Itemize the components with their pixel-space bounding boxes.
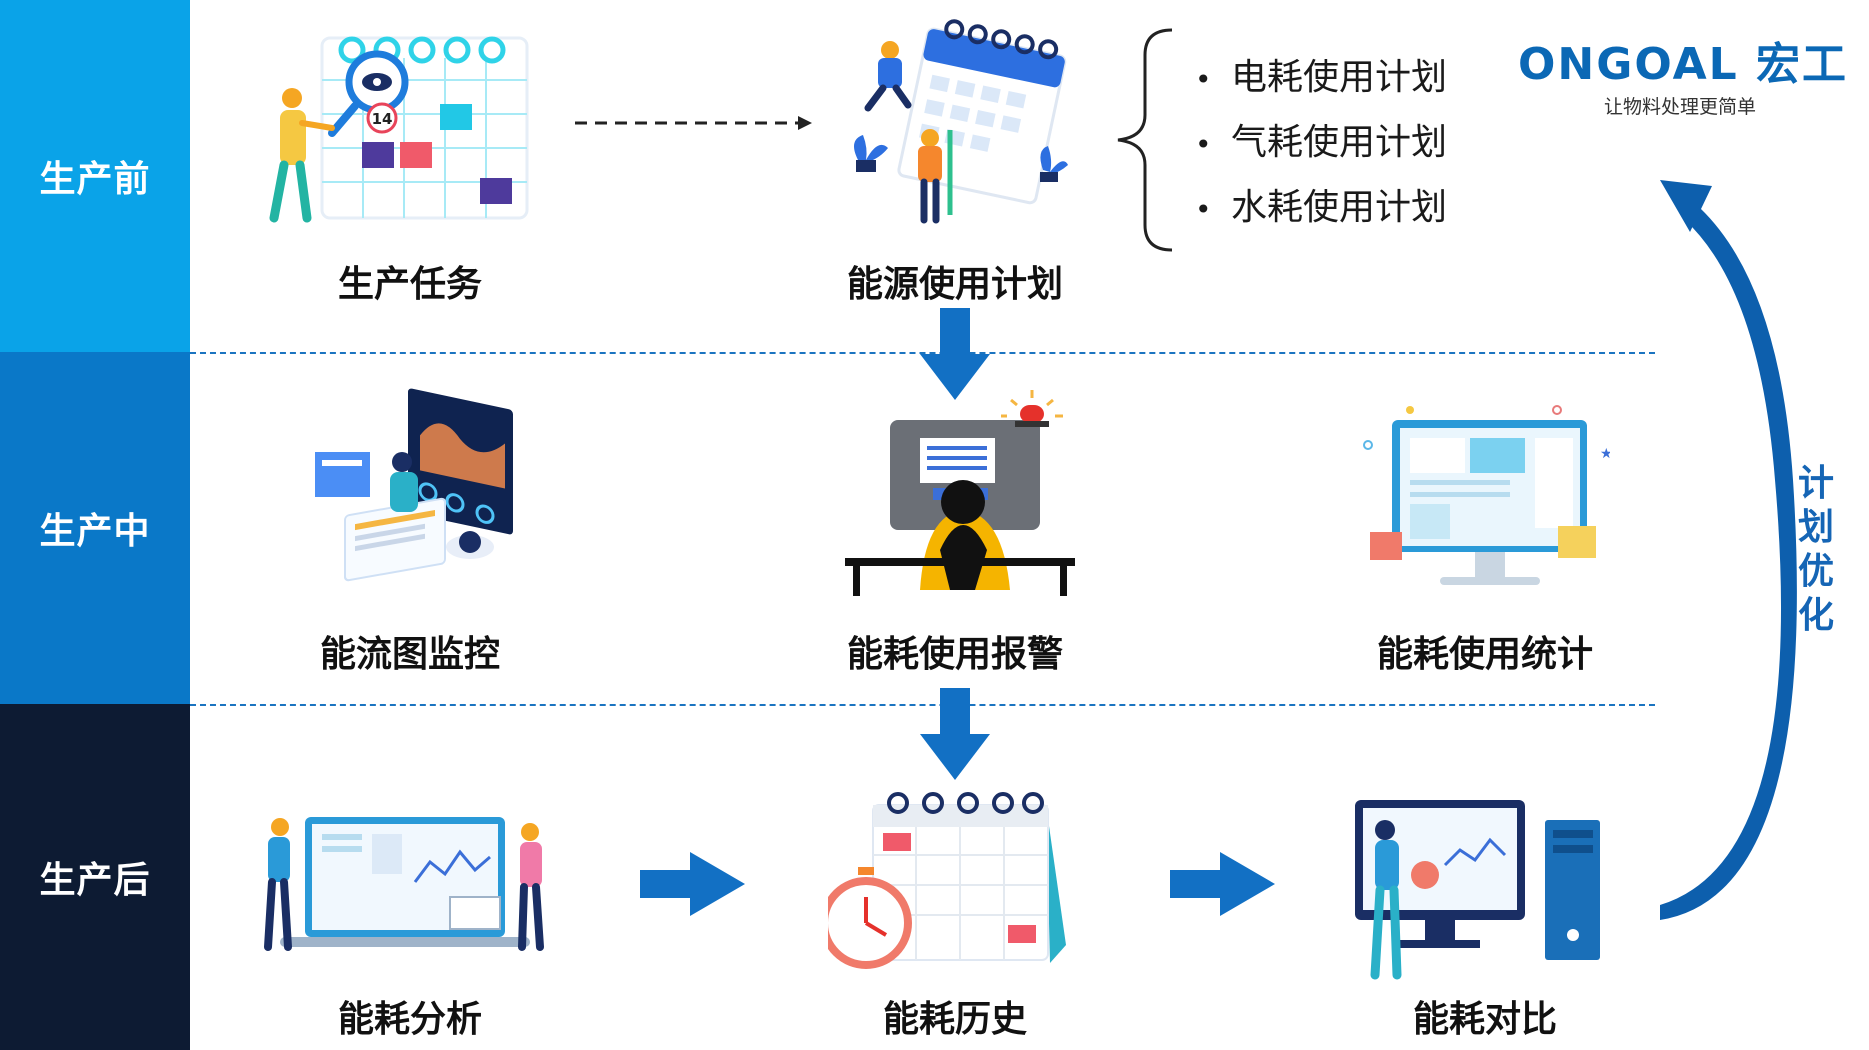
optimize-char: 计 bbox=[1797, 463, 1834, 504]
dashed-arrow-right bbox=[575, 116, 812, 130]
analysis-laptop-illustration bbox=[264, 817, 544, 951]
phase-post-production: 生产后 bbox=[0, 704, 190, 1050]
history-calendar-clock-illustration bbox=[828, 792, 1066, 969]
plan-item-gas: 气耗使用计划 bbox=[1195, 110, 1447, 175]
star-icon: ★ bbox=[1600, 446, 1610, 462]
plan-item-water: 水耗使用计划 bbox=[1195, 175, 1447, 240]
phase-pre-production: 生产前 bbox=[0, 0, 190, 352]
optimize-curve-arrow bbox=[1660, 208, 1797, 920]
arrow-right-icon bbox=[1170, 852, 1275, 916]
step-energy-plan: 能源使用计划 bbox=[846, 264, 1063, 305]
wall-calendar-illustration bbox=[854, 19, 1068, 224]
phase-label: 生产中 bbox=[39, 511, 151, 552]
step-energy-history: 能耗历史 bbox=[882, 999, 1027, 1040]
arrow-right-icon bbox=[640, 852, 745, 916]
logo-brand-cn: 宏工 bbox=[1755, 39, 1848, 90]
logo-brand: ONGOAL 宏工 bbox=[1518, 28, 1848, 92]
arrow-head-icon bbox=[1660, 180, 1712, 232]
logo-slogan: 让物料处理更简单 bbox=[1604, 96, 1757, 118]
arrow-down-icon bbox=[920, 308, 990, 400]
logo-brand-en: ONGOAL bbox=[1518, 39, 1739, 90]
step-energy-comparison: 能耗对比 bbox=[1412, 999, 1557, 1040]
energy-plan-list: 电耗使用计划 气耗使用计划 水耗使用计划 bbox=[1195, 45, 1447, 240]
step-energy-flow-monitor: 能流图监控 bbox=[319, 634, 500, 675]
optimize-char: 优 bbox=[1797, 551, 1834, 592]
phase-label: 生产前 bbox=[39, 159, 151, 200]
optimize-char: 划 bbox=[1797, 507, 1834, 548]
ongoal-logo: ONGOAL 宏工 让物料处理更简单 bbox=[1518, 28, 1848, 119]
plan-item-electricity: 电耗使用计划 bbox=[1195, 45, 1447, 110]
step-energy-alarm: 能耗使用报警 bbox=[846, 634, 1063, 675]
alarm-monitor-illustration bbox=[845, 390, 1075, 596]
step-energy-statistics: 能耗使用统计 bbox=[1376, 634, 1593, 675]
phase-in-production: 生产中 bbox=[0, 352, 190, 704]
flow-monitor-illustration bbox=[315, 388, 513, 582]
phase-label: 生产后 bbox=[39, 860, 151, 901]
separator-line bbox=[190, 704, 1655, 706]
step-energy-analysis: 能耗分析 bbox=[337, 999, 482, 1040]
optimize-char: 化 bbox=[1797, 595, 1834, 636]
calendar-day: 14 bbox=[372, 110, 393, 128]
step-production-task: 生产任务 bbox=[337, 264, 482, 305]
plan-optimize-label: 计 划 优 化 bbox=[1791, 462, 1841, 638]
arrow-down-icon bbox=[920, 688, 990, 780]
separator-line bbox=[190, 352, 1655, 354]
brace-icon bbox=[1117, 28, 1173, 252]
statistics-monitor-illustration: ★ bbox=[1363, 405, 1610, 585]
calendar-magnifier-illustration: 14 bbox=[269, 36, 529, 223]
comparison-desktop-illustration bbox=[1355, 800, 1600, 980]
